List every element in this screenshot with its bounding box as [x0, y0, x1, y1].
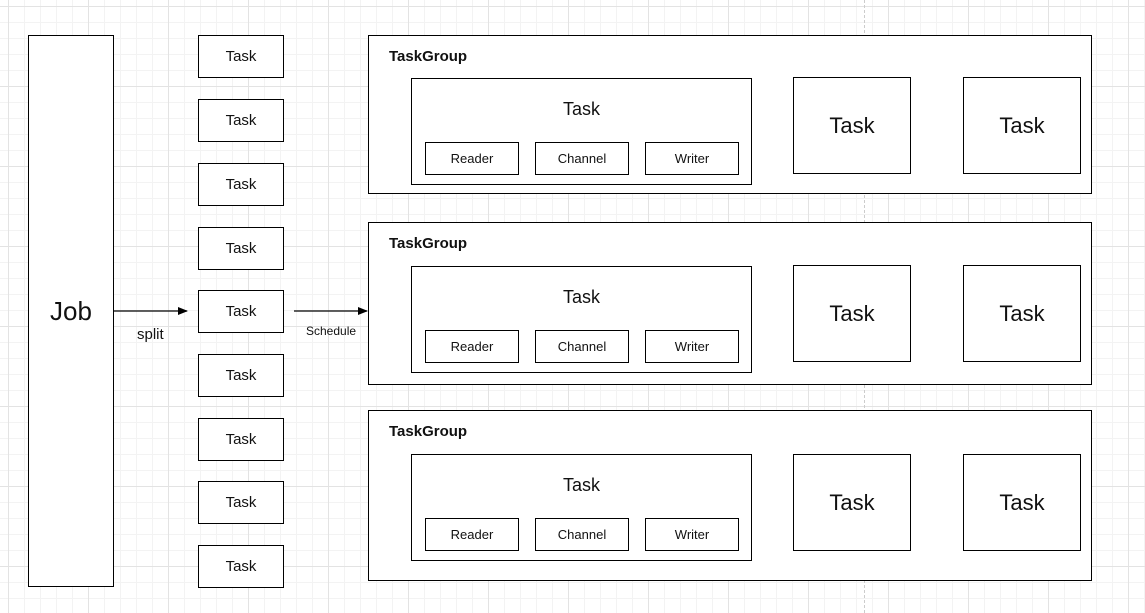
writer-box[interactable]: Writer	[645, 330, 739, 363]
detailed-task-title: Task	[562, 287, 600, 307]
task-label: Task	[225, 367, 257, 384]
taskgroup-box[interactable]: TaskGroup Task Reader Channel Writer Tas…	[368, 222, 1092, 385]
detailed-task-title: Task	[562, 475, 600, 495]
task-label: Task	[829, 112, 875, 138]
task-box[interactable]: Task	[793, 77, 911, 174]
channel-box[interactable]: Channel	[535, 330, 629, 363]
task-box[interactable]: Task	[963, 454, 1081, 551]
task-box[interactable]: Task	[198, 227, 284, 270]
channel-label: Channel	[557, 339, 607, 354]
task-box[interactable]: Task	[198, 418, 284, 461]
task-box[interactable]: Task	[198, 545, 284, 588]
task-box[interactable]: Task	[793, 454, 911, 551]
split-label: split	[137, 326, 164, 343]
channel-box[interactable]: Channel	[535, 142, 629, 175]
taskgroup-title: TaskGroup	[389, 235, 468, 252]
task-box[interactable]: Task	[198, 290, 284, 333]
writer-box[interactable]: Writer	[645, 142, 739, 175]
task-label: Task	[999, 112, 1045, 138]
writer-box[interactable]: Writer	[645, 518, 739, 551]
taskgroup-box[interactable]: TaskGroup Task Reader Channel Writer Tas…	[368, 410, 1092, 581]
detailed-task-box[interactable]: Task Reader Channel Writer	[411, 454, 752, 561]
writer-label: Writer	[674, 151, 710, 166]
reader-box[interactable]: Reader	[425, 330, 519, 363]
task-label: Task	[225, 303, 257, 320]
task-box[interactable]: Task	[793, 265, 911, 362]
taskgroup-box[interactable]: TaskGroup Task Reader Channel Writer Tas…	[368, 35, 1092, 194]
channel-label: Channel	[557, 151, 607, 166]
reader-label: Reader	[450, 339, 494, 354]
taskgroup-title: TaskGroup	[389, 423, 468, 440]
task-label: Task	[225, 431, 257, 448]
task-box[interactable]: Task	[198, 35, 284, 78]
writer-label: Writer	[674, 339, 710, 354]
task-label: Task	[225, 494, 257, 511]
task-box[interactable]: Task	[963, 265, 1081, 362]
reader-label: Reader	[450, 151, 494, 166]
task-label: Task	[225, 48, 257, 65]
task-label: Task	[999, 489, 1045, 515]
writer-label: Writer	[674, 527, 710, 542]
channel-label: Channel	[557, 527, 607, 542]
task-label: Task	[225, 176, 257, 193]
reader-label: Reader	[450, 527, 494, 542]
task-label: Task	[225, 240, 257, 257]
detailed-task-box[interactable]: Task Reader Channel Writer	[411, 78, 752, 185]
detailed-task-title: Task	[562, 99, 600, 119]
task-label: Task	[829, 300, 875, 326]
job-box[interactable]: Job	[28, 35, 114, 587]
task-label: Task	[829, 489, 875, 515]
channel-box[interactable]: Channel	[535, 518, 629, 551]
task-box[interactable]: Task	[198, 354, 284, 397]
schedule-label: Schedule	[306, 324, 357, 338]
task-label: Task	[999, 300, 1045, 326]
task-box[interactable]: Task	[963, 77, 1081, 174]
job-label: Job	[50, 295, 92, 326]
task-box[interactable]: Task	[198, 99, 284, 142]
taskgroup-title: TaskGroup	[389, 48, 468, 65]
reader-box[interactable]: Reader	[425, 142, 519, 175]
reader-box[interactable]: Reader	[425, 518, 519, 551]
task-box[interactable]: Task	[198, 481, 284, 524]
task-label: Task	[225, 112, 257, 129]
task-label: Task	[225, 558, 257, 575]
detailed-task-box[interactable]: Task Reader Channel Writer	[411, 266, 752, 373]
task-box[interactable]: Task	[198, 163, 284, 206]
